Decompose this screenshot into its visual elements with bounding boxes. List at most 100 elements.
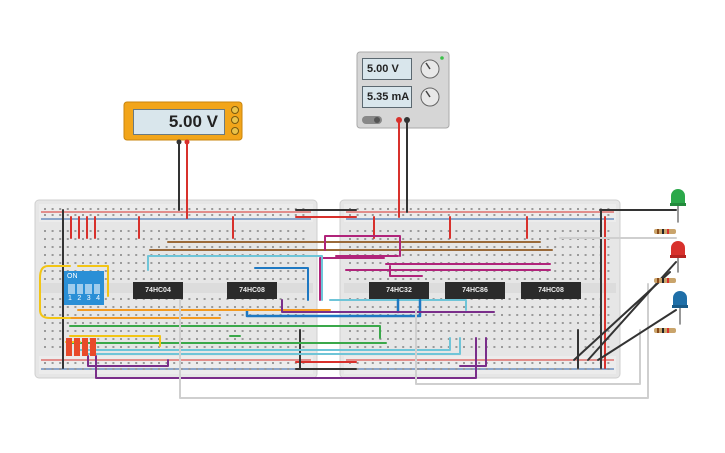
hole: [379, 246, 382, 248]
hole: [89, 306, 92, 308]
hole: [203, 278, 206, 280]
rail-hole: [493, 368, 496, 370]
rail-hole: [463, 368, 465, 370]
hole: [97, 314, 100, 316]
hole: [485, 278, 488, 280]
hole: [165, 298, 168, 300]
resistors[interactable]: [654, 229, 676, 333]
hole: [432, 278, 435, 280]
rail-hole: [539, 208, 541, 210]
hole: [135, 322, 138, 324]
hole: [364, 278, 367, 280]
psu-current-display: 5.35 mA: [362, 86, 412, 108]
hole: [120, 298, 122, 300]
hole: [158, 246, 160, 248]
hole: [120, 338, 122, 340]
hole: [455, 230, 458, 232]
hole: [493, 338, 496, 340]
rail-hole: [112, 362, 115, 364]
chip-74hc32[interactable]: 74HC32: [369, 282, 429, 299]
hole: [249, 298, 252, 300]
hole: [447, 330, 450, 332]
hole: [196, 322, 198, 324]
hole: [127, 314, 130, 316]
hole: [135, 230, 138, 232]
dip-toggle-1[interactable]: [68, 284, 75, 294]
rail-hole: [592, 362, 595, 364]
chip-74hc04[interactable]: 74HC04: [133, 282, 183, 299]
hole: [569, 346, 572, 348]
dip-toggle-4[interactable]: [93, 284, 100, 294]
hole: [470, 298, 473, 300]
hole: [523, 246, 526, 248]
rail-hole: [432, 208, 435, 210]
hole: [523, 330, 526, 332]
rail-hole: [584, 368, 587, 370]
rail-hole: [508, 362, 511, 364]
rail-hole: [127, 208, 130, 210]
hole: [501, 254, 503, 256]
hole: [287, 238, 290, 240]
hole: [279, 298, 282, 300]
chip-74hc86[interactable]: 74HC86: [445, 282, 505, 299]
hole: [59, 338, 62, 340]
hole: [188, 278, 191, 280]
hole: [501, 330, 503, 332]
rail-hole: [51, 208, 54, 210]
hole: [249, 338, 252, 340]
rail-hole: [256, 214, 259, 216]
hole: [256, 306, 259, 308]
hole: [211, 262, 214, 264]
hole: [135, 314, 138, 316]
rail-hole: [485, 368, 488, 370]
hole: [447, 314, 450, 316]
hole: [523, 298, 526, 300]
dip-toggle-3[interactable]: [85, 284, 92, 294]
hole: [104, 306, 107, 308]
hole: [226, 330, 229, 332]
rail-hole: [89, 368, 92, 370]
chip-74hc08-left[interactable]: 74HC08: [227, 282, 277, 299]
hole: [51, 306, 54, 308]
hole: [112, 254, 115, 256]
hole: [203, 238, 206, 240]
rail-hole: [364, 214, 367, 216]
rail-hole: [97, 214, 100, 216]
hole: [592, 338, 595, 340]
hole: [135, 246, 138, 248]
rail-hole: [523, 214, 526, 216]
hole: [234, 314, 236, 316]
led-blue: [672, 291, 688, 308]
hole: [561, 262, 564, 264]
rail-hole: [150, 214, 153, 216]
hole: [531, 278, 534, 280]
hole: [272, 238, 274, 240]
dip-toggle-2[interactable]: [76, 284, 83, 294]
leds[interactable]: [670, 189, 688, 308]
hole: [279, 330, 282, 332]
hole: [112, 322, 115, 324]
rail-hole: [554, 214, 557, 216]
chip-74hc08-right[interactable]: 74HC08: [521, 282, 581, 299]
hole: [44, 262, 46, 264]
dip-switch[interactable]: ON 1 2 3 4: [64, 271, 104, 305]
hole: [44, 238, 46, 240]
rail-hole: [66, 368, 69, 370]
hole: [127, 330, 130, 332]
hole: [44, 230, 46, 232]
hole: [241, 262, 244, 264]
hole: [89, 238, 92, 240]
hole: [584, 254, 587, 256]
rail-hole: [455, 368, 458, 370]
hole: [371, 346, 374, 348]
hole: [440, 346, 443, 348]
rail-hole: [409, 368, 412, 370]
hole: [256, 230, 259, 232]
rail-hole: [241, 362, 244, 364]
hole: [218, 314, 221, 316]
rail-hole: [356, 214, 359, 216]
hole: [59, 306, 62, 308]
hole: [379, 322, 382, 324]
hole: [127, 270, 130, 272]
hole: [554, 298, 557, 300]
